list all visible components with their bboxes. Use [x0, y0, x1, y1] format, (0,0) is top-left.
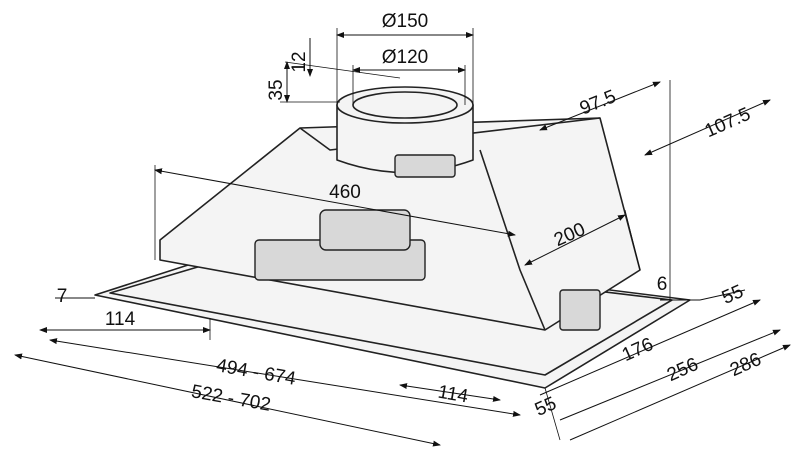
dim-body-width: 460 — [329, 182, 361, 203]
dimension-lines — [14, 28, 791, 447]
dim-depth-286: 286 — [727, 349, 765, 381]
dim-rim-right-55: 55 — [719, 281, 747, 309]
dim-front-55: 55 — [532, 393, 560, 421]
dim-rim-right: 6 — [657, 274, 668, 295]
dim-outlet-inner: Ø120 — [382, 47, 428, 68]
dim-outlet-offset: 97.5 — [577, 86, 619, 119]
outlet-collar — [336, 86, 474, 178]
dim-outlet-outer: Ø150 — [382, 11, 428, 32]
dim-collar-height: 35 — [266, 79, 287, 100]
dim-depth-256: 256 — [664, 354, 702, 386]
dim-collar-top: 12 — [289, 51, 310, 72]
dim-rim-left: 7 — [57, 286, 68, 307]
dim-overall-width: 522 - 702 — [190, 381, 273, 416]
dim-front-inset: 114 — [436, 382, 470, 408]
dim-cutout-width: 494 - 674 — [215, 355, 298, 390]
dim-left-inset: 114 — [105, 309, 136, 330]
dim-total-height: 107.5 — [702, 104, 754, 143]
